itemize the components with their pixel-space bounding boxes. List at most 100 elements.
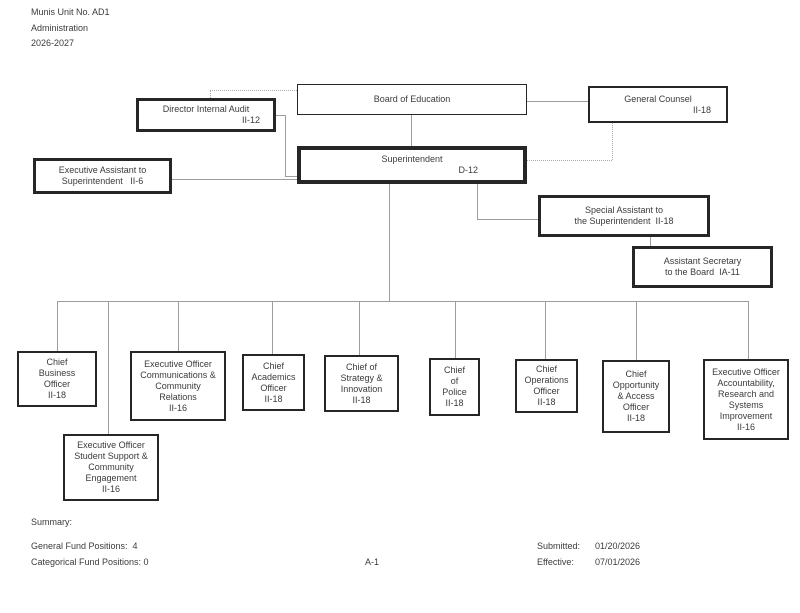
box-title: Executive Officer [144, 358, 212, 369]
box-grade: II-16 [736, 421, 755, 432]
connector-board-counsel [527, 101, 588, 102]
box-grade: II-18 [47, 390, 66, 400]
org-box-chief-opportunity-access: Chief Opportunity & Access Officer II-18 [602, 360, 670, 433]
connector-director-down [285, 115, 286, 176]
org-box-chief-business-officer: Chief Business Officer II-18 [17, 351, 97, 407]
submitted-date: 01/20/2026 [595, 541, 641, 551]
effective-label: Effective: [537, 557, 574, 567]
box-title: Chief [625, 369, 647, 379]
box-title: Chief [443, 365, 465, 375]
org-box-communications: Executive Officer Communications & Commu… [130, 351, 226, 421]
connector-drop-communications [178, 301, 179, 351]
box-grade: II-18 [264, 393, 283, 404]
box-title: General Counsel [624, 93, 692, 104]
connector-drop-academics [272, 301, 273, 354]
connector-drop-business [57, 301, 58, 351]
connector-superintendent-special-h [477, 219, 538, 220]
box-title: Community [155, 380, 201, 391]
box-grade: II-16 [168, 402, 187, 413]
box-grade: D-12 [458, 165, 478, 175]
org-box-chief-strategy-innovation: Chief of Strategy & Innovation II-18 [324, 355, 399, 412]
box-title: the Superintendent II-18 [574, 216, 674, 226]
box-grade: II-18 [626, 413, 645, 423]
org-box-assistant-secretary: Assistant Secretary to the Board IA-11 [632, 246, 773, 288]
box-title: Chief [46, 357, 68, 367]
box-title: Chief [535, 364, 557, 374]
box-title: Community [88, 462, 134, 472]
box-title: Improvement [719, 410, 773, 421]
box-title: Student Support & [74, 451, 148, 461]
box-title: Relations [159, 391, 197, 402]
org-box-chief-of-police: Chief of Police II-18 [429, 358, 480, 416]
box-title: Operations [524, 375, 569, 385]
box-title: Opportunity [612, 380, 660, 390]
box-title: & Access [617, 391, 655, 401]
org-box-superintendent: Superintendent D-12 [297, 146, 527, 184]
org-box-director-internal-audit: Director Internal Audit II-12 [136, 98, 276, 132]
box-grade: II-18 [445, 398, 464, 408]
connector-director-superintendent [285, 176, 297, 177]
connector-special-secretary [650, 237, 651, 246]
connector-dotted-counsel-v [612, 123, 613, 160]
connector-drop-police [455, 301, 456, 358]
box-title: Officer [533, 386, 560, 396]
connector-board-superintendent [411, 114, 412, 147]
org-box-chief-operations-officer: Chief Operations Officer II-18 [515, 359, 578, 413]
box-grade: II-18 [537, 397, 556, 407]
box-title: Business [38, 368, 76, 378]
page-header: Munis Unit No. AD1 Administration 2026-2… [31, 5, 110, 52]
org-box-executive-assistant: Executive Assistant to Superintendent II… [33, 158, 172, 194]
submitted-label: Submitted: [537, 541, 581, 551]
box-title: Board of Education [373, 94, 451, 104]
box-grade: II-18 [692, 104, 711, 115]
box-title: Executive Officer [77, 440, 145, 450]
connector-execassistant-superintendent [172, 179, 297, 180]
box-title: Chief of [345, 361, 378, 372]
general-fund-positions: General Fund Positions: 4 [31, 541, 138, 551]
connector-dotted-director-v [210, 90, 211, 98]
box-title: Officer [260, 382, 287, 393]
box-title: Special Assistant to [584, 205, 664, 215]
connector-drop-strategy [359, 301, 360, 355]
org-box-student-support: Executive Officer Student Support & Comm… [63, 434, 159, 501]
box-title: Director Internal Audit [162, 104, 250, 114]
connector-dotted-counsel-superintendent [527, 160, 612, 161]
org-box-accountability-research: Executive Officer Accountability, Resear… [703, 359, 789, 440]
box-grade: II-12 [241, 115, 260, 125]
box-grade: II-16 [101, 484, 120, 494]
org-box-general-counsel: General Counsel II-18 [588, 86, 728, 123]
box-title: Innovation [340, 383, 383, 394]
connector-superintendent-special-v [477, 184, 478, 219]
box-title: Executive Officer [712, 366, 780, 377]
connector-drop-accountability [748, 301, 749, 359]
box-title: Strategy & [340, 372, 383, 383]
box-title: Officer [622, 402, 650, 412]
box-title: of [450, 376, 459, 386]
connector-dotted-director-board [210, 90, 297, 91]
connector-drop-student-support [108, 301, 109, 434]
box-title: Academics [251, 371, 296, 382]
summary-label: Summary: [31, 517, 73, 527]
box-title: to the Board IA-11 [665, 267, 740, 277]
box-title: Assistant Secretary [663, 256, 742, 266]
box-title: Communications & [140, 369, 216, 380]
box-title: Accountability, [717, 377, 775, 388]
org-box-chief-academics-officer: Chief Academics Officer II-18 [242, 354, 305, 411]
org-box-special-assistant: Special Assistant to the Superintendent … [538, 195, 710, 237]
box-title: Superintendent II-6 [61, 176, 144, 186]
connector-director-stub [276, 115, 285, 116]
box-title: Chief [262, 360, 284, 371]
box-title: Officer [43, 379, 71, 389]
box-title: Systems [728, 399, 764, 410]
department-label: Administration [31, 22, 89, 33]
fiscal-year-label: 2026-2027 [31, 38, 75, 48]
box-title: Research and [717, 388, 775, 399]
connector-rail [57, 301, 748, 302]
munis-unit-label: Munis Unit No. AD1 [31, 7, 110, 17]
box-title: Superintendent [381, 154, 443, 164]
box-title: Executive Assistant to [58, 165, 147, 175]
org-box-board-of-education: Board of Education [297, 84, 527, 115]
box-grade: II-18 [352, 394, 371, 405]
box-title: Engagement [85, 473, 137, 483]
